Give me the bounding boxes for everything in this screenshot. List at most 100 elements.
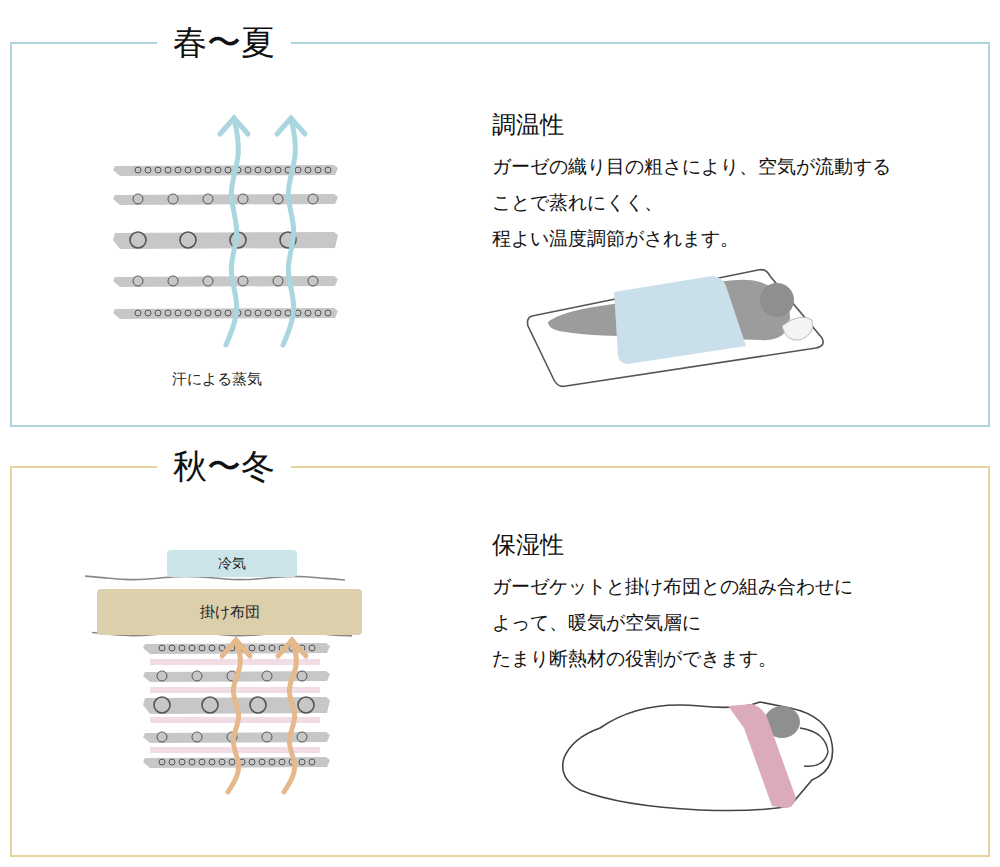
weave-loop — [259, 759, 265, 765]
weave-loop — [159, 645, 165, 651]
description: ガーゼケットと掛け布団との組み合わせに よって、暖気が空気層に たまり断熱材の役… — [492, 568, 864, 676]
weave-loop — [255, 167, 261, 173]
weave-loop — [297, 732, 307, 742]
weave-loop — [159, 759, 165, 765]
weave-loop — [275, 167, 281, 173]
weave-loop — [309, 759, 315, 765]
weave-loop — [145, 167, 151, 173]
weave-loop — [298, 697, 314, 713]
weave-loop — [215, 310, 221, 316]
weave-loop — [168, 276, 178, 286]
season-title: 春〜夏 — [157, 22, 291, 62]
weave-loop — [229, 759, 235, 765]
weave-loop — [325, 167, 331, 173]
weave-loop — [203, 276, 213, 286]
description: ガーゼの織り目の粗さにより、空気が流動する ことで蒸れにくく、 程よい温度調節が… — [492, 148, 902, 256]
weave-loop — [245, 310, 251, 316]
weave-loop — [299, 759, 305, 765]
weave-loop — [269, 645, 275, 651]
weave-loop — [155, 167, 161, 173]
weave-loop — [155, 310, 161, 316]
band-label: 掛け布団 — [200, 603, 260, 622]
weave-loop — [179, 645, 185, 651]
winter-sleeper — [563, 702, 833, 811]
weave-loop — [259, 645, 265, 651]
band-label: 冷気 — [218, 555, 246, 573]
weave-loop — [273, 194, 283, 204]
weave-loop — [175, 310, 181, 316]
pillow — [782, 317, 813, 340]
weave-loop — [185, 167, 191, 173]
weave-loop — [195, 167, 201, 173]
weave-loop — [219, 759, 225, 765]
arrow-head — [278, 640, 306, 656]
weave-loop — [192, 732, 202, 742]
weave-loop — [154, 697, 170, 713]
weave-loop — [135, 167, 141, 173]
flow-arrow — [284, 640, 296, 792]
weave-loop — [279, 759, 285, 765]
weave-loop — [145, 310, 151, 316]
weave-loop — [205, 310, 211, 316]
weave-loop — [297, 671, 307, 681]
weave-loop — [202, 697, 218, 713]
weave-loop — [285, 310, 291, 316]
weave-loop — [309, 645, 315, 651]
weave-loop — [169, 645, 175, 651]
property-heading: 保湿性 — [492, 530, 564, 560]
weave-band — [113, 165, 338, 176]
weave-loop — [275, 310, 281, 316]
weave-loop — [225, 310, 231, 316]
weave-band — [113, 276, 338, 287]
arrow-head — [222, 640, 250, 656]
weave-loop — [225, 167, 231, 173]
weave-loop — [249, 759, 255, 765]
weave-loop — [255, 310, 261, 316]
weave-loop — [245, 167, 251, 173]
weave-loop — [157, 732, 167, 742]
weave-loop — [262, 671, 272, 681]
weave-loop — [262, 732, 272, 742]
weave-loop — [315, 167, 321, 173]
property-heading: 調温性 — [492, 110, 564, 140]
weave-loop — [169, 759, 175, 765]
weave-loop — [308, 194, 318, 204]
weave-loop — [209, 759, 215, 765]
weave-loop — [205, 167, 211, 173]
weave-loop — [209, 645, 215, 651]
weave-loop — [180, 232, 196, 248]
weave-loop — [250, 697, 266, 713]
weave-loop — [269, 759, 275, 765]
gauze-blanket — [614, 276, 746, 364]
weave-loop — [189, 645, 195, 651]
weave-loop — [157, 671, 167, 681]
weave-loop — [325, 310, 331, 316]
weave-loop — [165, 167, 171, 173]
weave-loop — [203, 194, 213, 204]
weave-loop — [133, 276, 143, 286]
futon — [528, 270, 824, 387]
flow-arrow — [228, 640, 240, 792]
weave-loop — [189, 759, 195, 765]
season-panel: 秋〜冬保湿性ガーゼケットと掛け布団との組み合わせに よって、暖気が空気層に たま… — [10, 466, 990, 857]
weave-loop — [315, 310, 321, 316]
weave-band — [113, 308, 338, 319]
layer-band: 掛け布団 — [97, 589, 362, 635]
weave-loop — [295, 167, 301, 173]
weave-loop — [130, 232, 146, 248]
weave-loop — [238, 194, 248, 204]
weave-loop — [265, 167, 271, 173]
flow-arrow — [283, 118, 295, 345]
weave-band — [113, 232, 338, 249]
weave-loop — [135, 310, 141, 316]
weave-loop — [305, 167, 311, 173]
weave-loop — [168, 194, 178, 204]
weave-loop — [175, 167, 181, 173]
weave-loop — [265, 310, 271, 316]
comforter — [563, 702, 833, 811]
season-title: 秋〜冬 — [157, 446, 291, 486]
flow-arrow — [226, 118, 238, 345]
arrow-head — [220, 118, 248, 134]
weave-band — [113, 194, 338, 205]
pillow — [800, 728, 828, 766]
